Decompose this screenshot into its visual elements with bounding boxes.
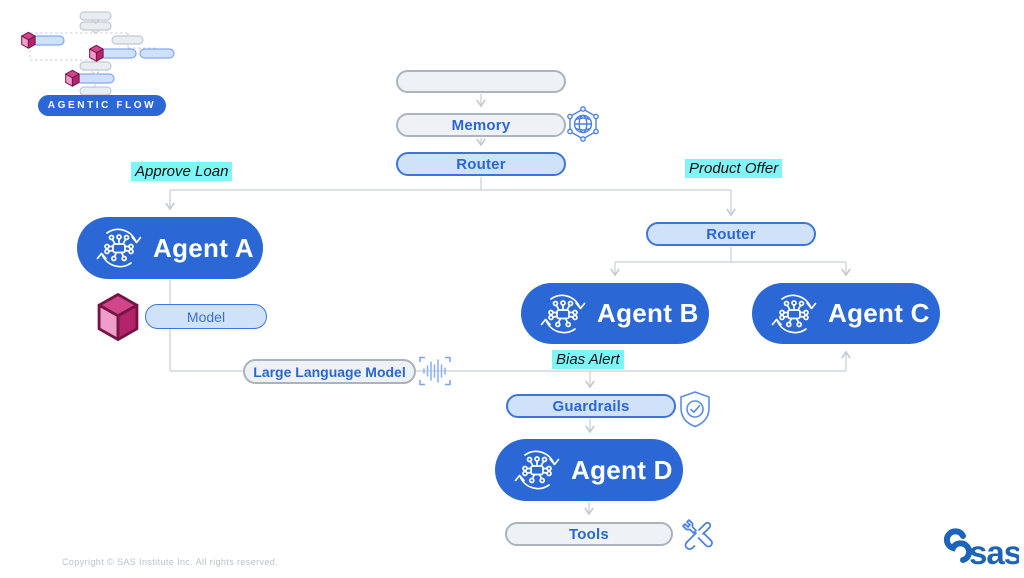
model-node: Model <box>145 304 267 329</box>
sas-swirl-glyph <box>943 528 973 563</box>
guardrails-node-label: Guardrails <box>552 397 630 415</box>
agent-a-node: Agent A <box>77 217 263 279</box>
sas-logo-text: sas <box>969 534 1019 571</box>
wrench-screwdriver-icon <box>682 519 713 550</box>
product-offer-annotation: Product Offer <box>685 159 783 178</box>
guardrails-node: Guardrails <box>506 394 676 418</box>
ai-agent-cycle-icon <box>514 450 560 490</box>
shield-check-icon <box>680 391 710 428</box>
memory-node-label: Memory <box>451 116 511 134</box>
agent-b-node: Agent B <box>521 283 709 344</box>
copyright-text: Copyright © SAS Institute Inc. All right… <box>62 557 279 567</box>
router-right-node-label: Router <box>706 225 756 243</box>
agent-c-node: Agent C <box>752 283 940 344</box>
bias-alert-annotation: Bias Alert <box>552 350 624 369</box>
tools-node: Tools <box>505 522 673 546</box>
router-top-node: Router <box>396 152 566 176</box>
network-globe-icon <box>567 106 599 142</box>
llm-node-label: Large Language Model <box>253 363 406 380</box>
router-top-node-label: Router <box>456 155 506 173</box>
approve-loan-annotation: Approve Loan <box>131 162 233 181</box>
ai-agent-cycle-icon <box>540 294 586 333</box>
ai-agent-cycle-icon <box>771 294 817 333</box>
sas-logo: sas <box>943 528 1019 571</box>
agent-a-label: Agent A <box>153 232 254 263</box>
agent-c-label: Agent C <box>828 298 930 328</box>
agent-d-label: Agent D <box>571 454 673 485</box>
agent-d-node: Agent D <box>495 439 683 501</box>
tools-node-label: Tools <box>569 525 609 543</box>
memory-node: Memory <box>396 113 566 137</box>
voice-waveform-icon <box>419 356 451 386</box>
cube-icon <box>97 293 139 341</box>
agentic-flow-illustration <box>21 11 175 96</box>
ai-agent-cycle-icon <box>96 228 142 268</box>
agentic-flow-badge: AGENTIC FLOW <box>38 95 166 116</box>
start-node <box>396 70 566 93</box>
agentic-flow-badge-label: AGENTIC FLOW <box>47 100 157 111</box>
router-right-node: Router <box>646 222 816 246</box>
llm-node: Large Language Model <box>243 359 416 384</box>
model-node-label: Model <box>186 308 226 325</box>
agent-b-label: Agent B <box>597 298 699 328</box>
